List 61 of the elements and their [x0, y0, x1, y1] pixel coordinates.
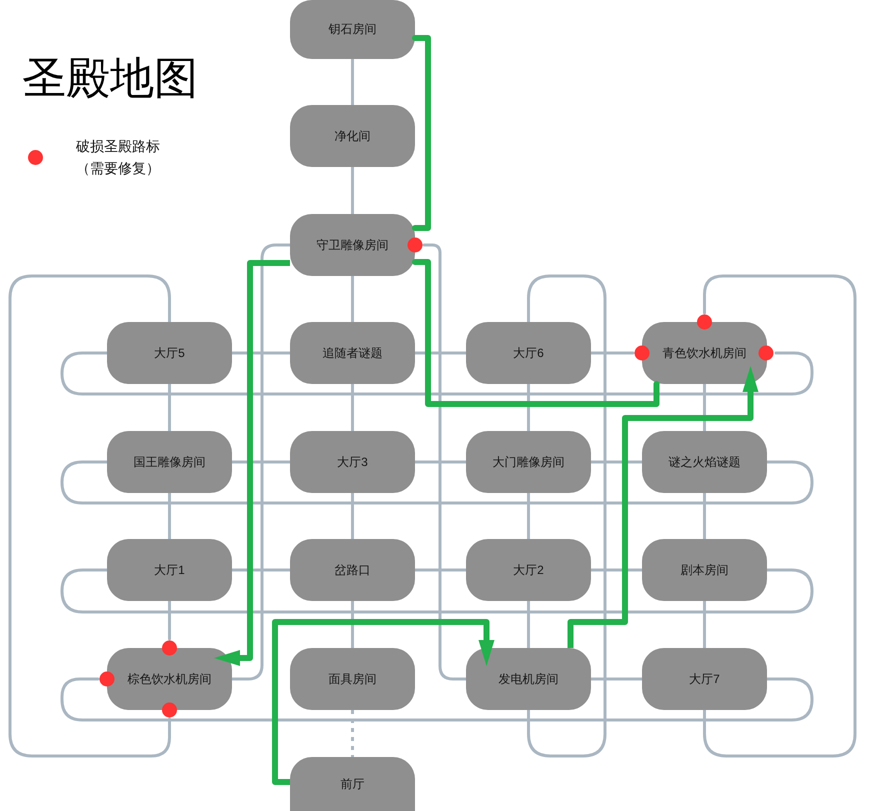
dotted-connector: [351, 710, 354, 757]
room-box: 追随者谜题: [290, 322, 415, 384]
connector-line: [414, 460, 468, 464]
legend-text: 破损圣殿路标（需要修复）: [75, 137, 161, 178]
room-box: 棕色饮水机房间: [107, 648, 232, 710]
connector-line: [351, 382, 354, 432]
room-box: 大门雕像房间: [466, 431, 591, 493]
connector-line: [527, 600, 530, 650]
room-box: 大厅1: [107, 539, 232, 601]
connector-line: [703, 382, 706, 432]
connector-line: [60, 460, 814, 504]
connector-line: [590, 460, 644, 464]
route-arrow: [214, 260, 290, 666]
connector-line: [527, 492, 530, 540]
connector-line: [351, 274, 354, 324]
connector-line: [527, 382, 530, 432]
connector-line: [60, 352, 814, 396]
room-box: 大厅3: [290, 431, 415, 493]
connector-line: [351, 58, 354, 106]
room-box: 净化间: [290, 105, 415, 167]
connector-line: [168, 600, 171, 640]
room-box: 剧本房间: [642, 539, 767, 601]
room-box: 前厅: [290, 757, 415, 811]
connector-line: [527, 274, 606, 758]
connector-line: [351, 166, 354, 216]
room-box: 钥石房间: [290, 0, 415, 59]
room-box: 面具房间: [290, 648, 415, 710]
room-box: 大厅5: [107, 322, 232, 384]
connector-line: [351, 600, 354, 650]
connector-line: [351, 492, 354, 540]
connector-line: [590, 568, 644, 572]
connector-line: [168, 492, 171, 540]
room-box: 谜之火焰谜题: [642, 431, 767, 493]
connector-line: [60, 678, 814, 722]
connector-line: [590, 678, 644, 680]
room-box: 岔路口: [290, 539, 415, 601]
title: 圣殿地图: [22, 55, 198, 103]
room-box: 大厅2: [466, 539, 591, 601]
connector-line: [168, 382, 171, 432]
room-box: 大厅7: [642, 648, 767, 710]
connector-line: [230, 352, 292, 354]
connector-line: [703, 492, 706, 540]
connector-line: [230, 568, 292, 572]
connector-line: [703, 274, 856, 758]
connector-line: [230, 460, 292, 464]
connector-line: [60, 568, 814, 614]
room-box: 大厅6: [466, 322, 591, 384]
connector-line: [8, 274, 171, 758]
room-box: 发电机房间: [466, 648, 591, 710]
connector-line: [422, 244, 468, 680]
room-box: 青色饮水机房间: [642, 322, 767, 384]
route-arrow: [272, 619, 494, 785]
room-box: 守卫雕像房间: [290, 214, 415, 276]
connector-line: [230, 244, 292, 680]
connector-line: [414, 568, 468, 572]
route-line: [412, 35, 431, 231]
connector-line: [703, 600, 706, 650]
connector-line: [590, 352, 634, 354]
route-line: [412, 259, 660, 407]
connector-line: [414, 352, 468, 354]
room-box: 国王雕像房间: [107, 431, 232, 493]
